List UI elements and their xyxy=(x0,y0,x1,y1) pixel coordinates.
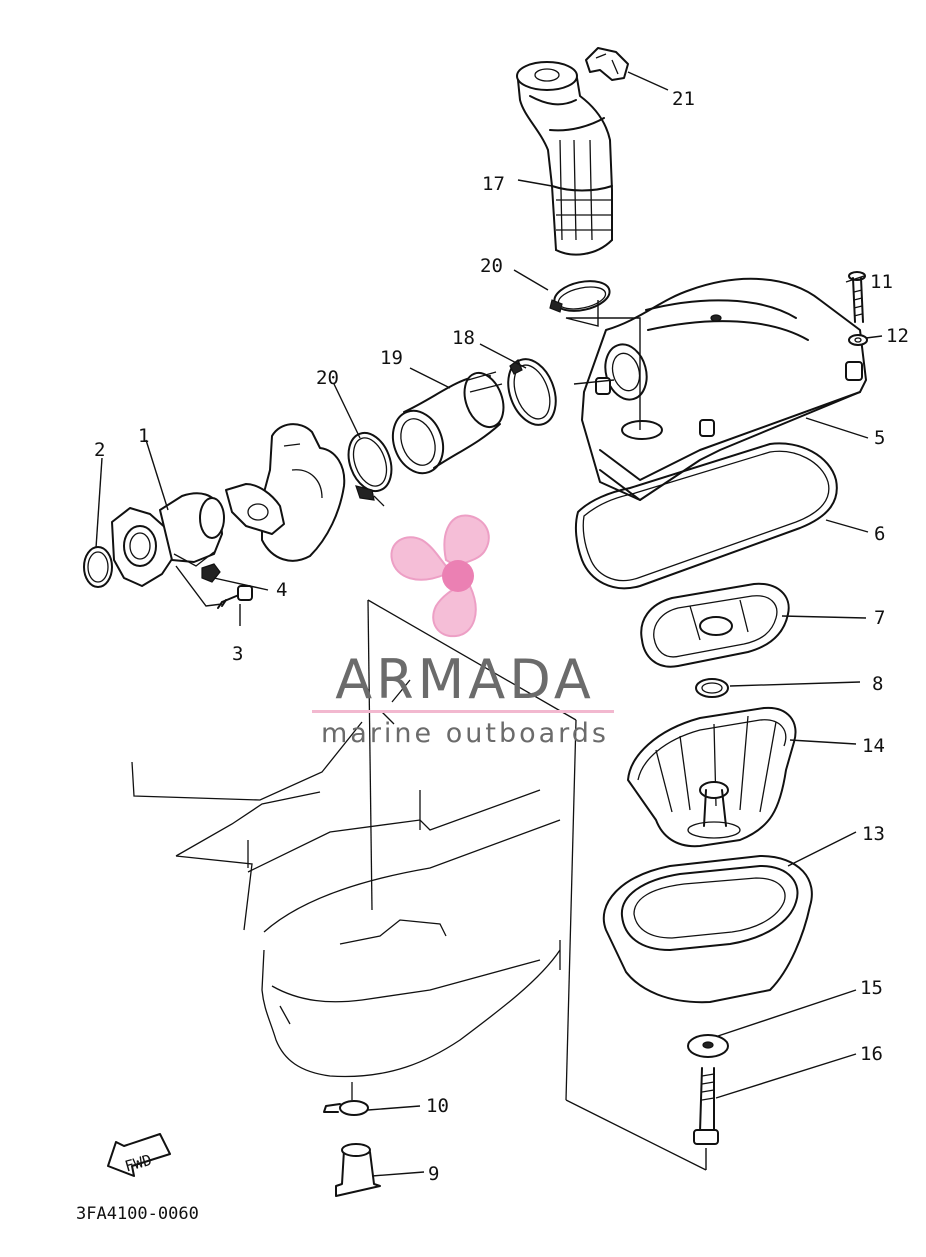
watermark-brand: ARMADA xyxy=(335,648,595,711)
part-12-washer xyxy=(848,334,868,346)
part-code: 3FA4100-0060 xyxy=(76,1204,199,1224)
watermark-tagline: marine outboards xyxy=(320,718,609,749)
part-5-silencer-case xyxy=(581,277,867,501)
part-4-nut xyxy=(201,563,221,583)
callout-9: 9 xyxy=(428,1163,439,1185)
callout-2: 2 xyxy=(94,439,105,461)
part-14-element-support xyxy=(627,706,797,848)
part-19-joint xyxy=(391,371,505,475)
part-20-clamp-lower xyxy=(347,431,393,507)
part-16-bolt xyxy=(693,1067,719,1145)
part-10-clip xyxy=(323,1082,369,1116)
callout-13: 13 xyxy=(862,823,885,845)
callout-10: 10 xyxy=(426,1095,449,1117)
part-8-ring xyxy=(695,678,729,698)
callout-6: 6 xyxy=(874,523,885,545)
part-17-intake-tube xyxy=(516,61,613,256)
callout-8: 8 xyxy=(872,673,883,695)
callout-1: 1 xyxy=(138,425,149,447)
armada-propeller-logo xyxy=(390,514,490,638)
callout-5: 5 xyxy=(874,427,885,449)
callout-labels: 21 17 20 11 18 12 19 20 5 1 2 6 4 7 3 8 … xyxy=(94,88,909,1185)
callout-7: 7 xyxy=(874,607,885,629)
part-15-washer xyxy=(687,1034,729,1058)
part-1-manifold xyxy=(111,492,225,587)
callout-4: 4 xyxy=(276,579,287,601)
part-7-element-cover xyxy=(640,582,790,668)
part-20-clamp-upper xyxy=(549,280,611,313)
part-9-drain-cap xyxy=(335,1143,381,1197)
part-13-filter-element xyxy=(602,855,813,1004)
part-3-bolt xyxy=(217,585,253,609)
callout-19: 19 xyxy=(380,347,403,369)
callout-14: 14 xyxy=(862,735,885,757)
part-2-o-ring xyxy=(83,546,113,588)
callout-11: 11 xyxy=(870,271,893,293)
carburetor-outline xyxy=(225,423,346,562)
callout-20-lower: 20 xyxy=(316,367,339,389)
callout-21: 21 xyxy=(672,88,695,110)
fwd-label: FWD xyxy=(123,1151,154,1176)
part-6-gasket xyxy=(574,442,838,590)
callout-20-upper: 20 xyxy=(480,255,503,277)
callout-15: 15 xyxy=(860,977,883,999)
part-18-band xyxy=(507,358,557,426)
callout-3: 3 xyxy=(232,643,243,665)
watermark-divider xyxy=(312,710,614,713)
part-21-elbow xyxy=(585,47,629,81)
leader-lines xyxy=(95,71,883,1177)
callout-12: 12 xyxy=(886,325,909,347)
callout-16: 16 xyxy=(860,1043,883,1065)
part-11-bolt xyxy=(848,271,866,323)
fwd-arrow-icon: FWD xyxy=(107,1133,171,1177)
callout-17: 17 xyxy=(482,173,505,195)
hull-outline xyxy=(131,599,707,1171)
callout-18: 18 xyxy=(452,327,475,349)
